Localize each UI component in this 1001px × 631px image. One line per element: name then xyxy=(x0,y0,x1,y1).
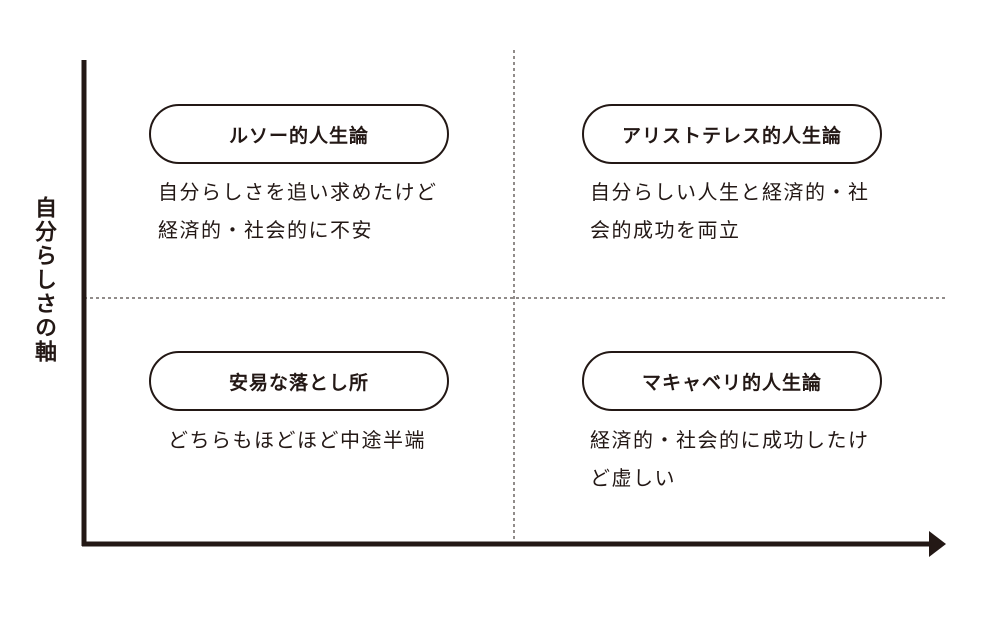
desc-line: 会的成功を両立 xyxy=(590,218,741,242)
x-axis-arrowhead xyxy=(929,531,946,557)
desc-line: ど虚しい xyxy=(590,466,676,490)
quadrant-title-bottom-right: マキャベリ的人生論 xyxy=(582,351,882,411)
quadrant-desc-bottom-right: 経済的・社会的に成功したけ ど虚しい xyxy=(590,421,870,497)
quadrant-title-top-right: アリストテレス的人生論 xyxy=(582,104,882,164)
quadrant-desc-top-right: 自分らしい人生と経済的・社 会的成功を両立 xyxy=(590,173,870,249)
quadrant-title-bottom-left: 安易な落とし所 xyxy=(149,351,449,411)
quadrant-desc-bottom-left: どちらもほどほど中途半端 xyxy=(168,421,426,459)
desc-line: 自分らしい人生と経済的・社 xyxy=(590,180,870,204)
y-axis-label: 自分らしさの軸 xyxy=(31,196,56,364)
desc-line: 経済的・社会的に成功したけ xyxy=(590,428,870,452)
quadrant-title-top-left: ルソー的人生論 xyxy=(149,104,449,164)
desc-line: 自分らしさを追い求めたけど xyxy=(158,180,438,204)
desc-line: 経済的・社会的に不安 xyxy=(158,218,373,242)
desc-line: どちらもほどほど中途半端 xyxy=(168,428,426,452)
quadrant-desc-top-left: 自分らしさを追い求めたけど 経済的・社会的に不安 xyxy=(158,173,438,249)
